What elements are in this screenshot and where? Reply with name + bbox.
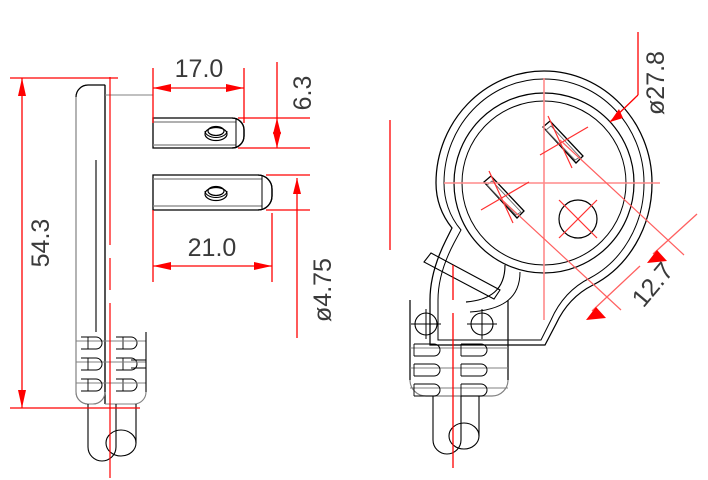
dimension-ground-pin-diameter: ø4.75 bbox=[266, 174, 337, 338]
front-view-cord bbox=[432, 396, 480, 455]
dimension-label-ground-pin-diameter: ø4.75 bbox=[309, 258, 337, 322]
dimension-overall-length: 54.3 bbox=[10, 77, 140, 409]
front-view-centerlines bbox=[389, 78, 660, 468]
front-view-inner-shell bbox=[437, 78, 645, 341]
side-view-strain-relief bbox=[76, 336, 146, 392]
front-view-rivets bbox=[411, 309, 497, 339]
front-view-grip-outline bbox=[409, 300, 509, 397]
side-view-body-outline bbox=[75, 84, 106, 405]
dimension-label-body-diameter: ø27.8 bbox=[642, 51, 670, 115]
lower-blade bbox=[152, 174, 273, 211]
side-view-cord bbox=[87, 404, 137, 462]
upper-blade bbox=[152, 117, 245, 149]
dimension-label-overall-length: 54.3 bbox=[27, 219, 55, 268]
dimension-blade-length-upper: 17.0 bbox=[152, 55, 245, 123]
front-view-ground-pin-hole bbox=[558, 199, 598, 239]
front-view-grip-slot bbox=[423, 252, 501, 300]
dimension-body-diameter: ø27.8 bbox=[609, 32, 670, 123]
front-view-neck-left bbox=[465, 264, 506, 303]
dimension-blade-spacing: 12.7 bbox=[499, 139, 698, 320]
front-view bbox=[409, 70, 653, 455]
dimension-blade-length-lower: 21.0 bbox=[152, 210, 273, 282]
dimension-label-blade-width: 6.3 bbox=[289, 76, 317, 111]
upper-blade-hole-icon bbox=[204, 126, 228, 142]
side-view bbox=[75, 84, 273, 462]
front-view-neck-left-inner bbox=[469, 271, 521, 313]
front-view-strain-relief bbox=[410, 343, 508, 397]
lower-blade-hole-icon bbox=[204, 186, 228, 202]
dimension-label-blade-length-lower: 21.0 bbox=[188, 234, 237, 262]
side-view-body-right bbox=[105, 332, 147, 405]
dimension-blade-width: 6.3 bbox=[238, 62, 317, 149]
dimension-label-blade-spacing: 12.7 bbox=[627, 257, 680, 312]
dimension-label-blade-length-upper: 17.0 bbox=[175, 55, 224, 83]
side-view-faceplate bbox=[105, 94, 153, 96]
front-view-outer-shell bbox=[429, 70, 653, 346]
